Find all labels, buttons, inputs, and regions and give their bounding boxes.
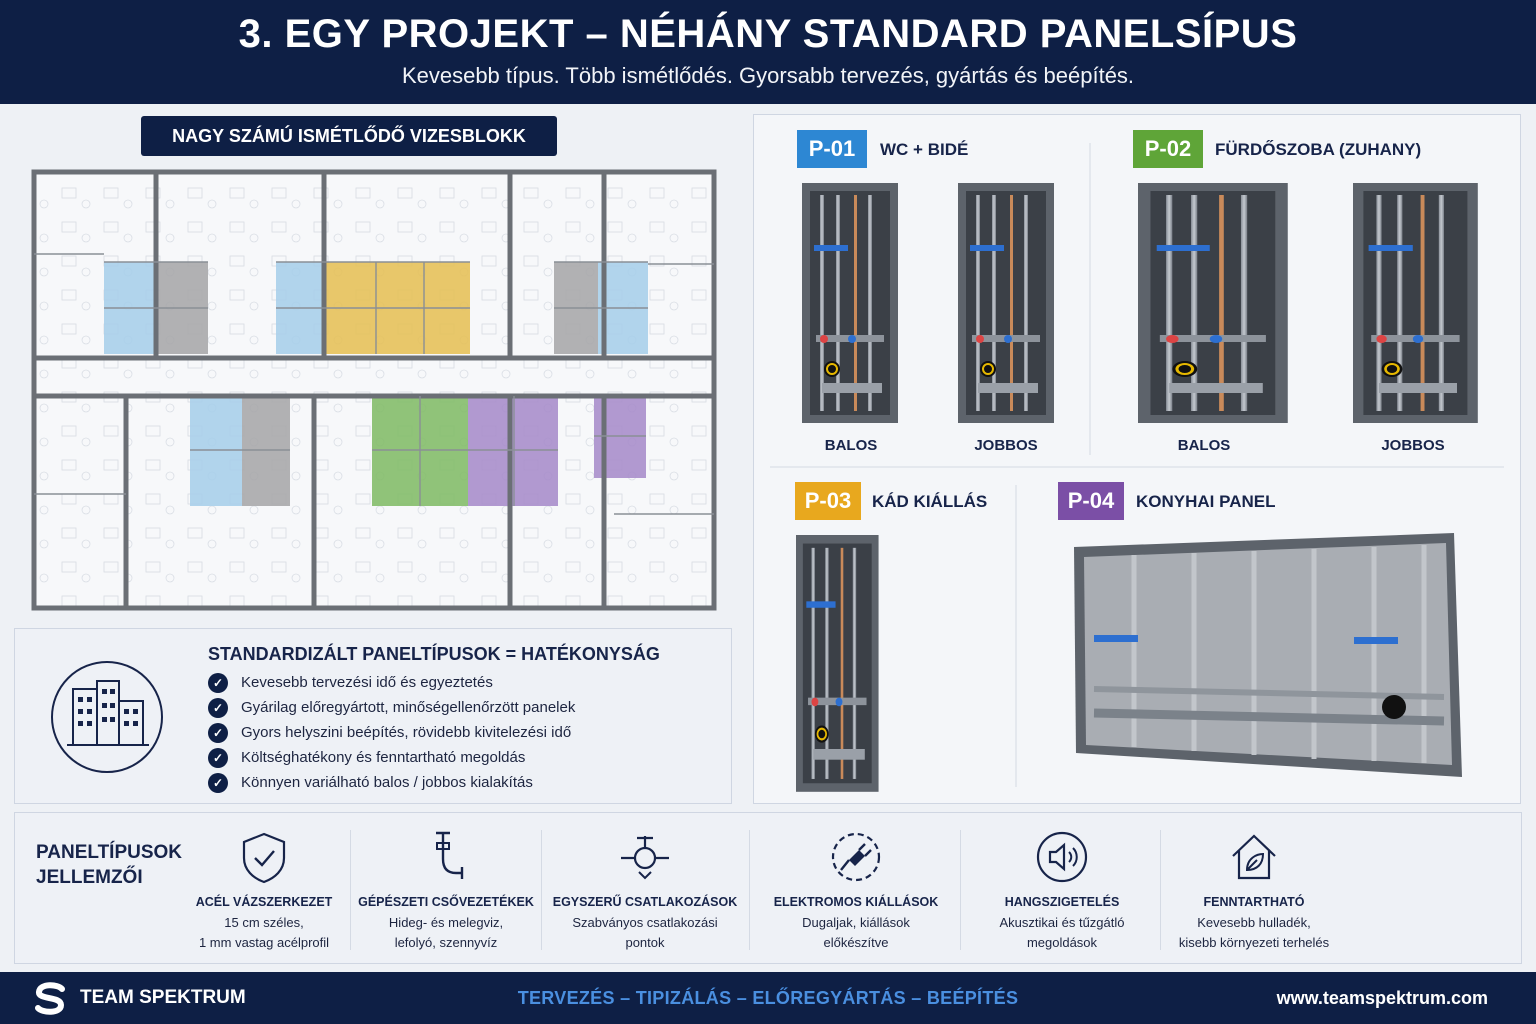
page-subtitle: Kevesebb típus. Több ismétlődés. Gyorsab… xyxy=(401,63,1135,88)
feature-sound-insulation: HANGSZIGETELÉS Akusztikai és tűzgátló me… xyxy=(976,826,1148,956)
p02-left-label: BALOS xyxy=(1177,437,1231,454)
feature-connections: EGYSZERŰ CSATLAKOZÁSOK Szabványos csatla… xyxy=(552,826,738,956)
list-item: ✓Könnyen variálható balos / jobbos kiala… xyxy=(208,770,575,795)
shield-check-icon xyxy=(242,832,286,884)
list-item: ✓Gyors helyszini beépítés, rövidebb kivi… xyxy=(208,720,575,745)
valve-connection-icon xyxy=(621,836,669,880)
check-icon: ✓ xyxy=(208,772,228,793)
p02-right-label: JOBBOS xyxy=(1381,437,1445,454)
plug-icon xyxy=(831,832,881,882)
speaker-icon xyxy=(1036,831,1088,883)
header: 3. EGY PROJEKT – NÉHÁNY STANDARD PANELSÍ… xyxy=(0,0,1536,104)
features-box xyxy=(14,812,1522,964)
list-item: ✓Kevesebb tervezési idő és egyeztetés xyxy=(208,670,575,695)
feature-electrical: ELEKTROMOS KIÁLLÁSOK Dugaljak, kiállások… xyxy=(760,826,952,956)
check-icon: ✓ xyxy=(208,747,228,768)
feature-steel-frame: ACÉL VÁZSZERKEZET 15 cm széles, 1 mm vas… xyxy=(190,826,338,956)
list-item: ✓Költséghatékony és fenntartható megoldá… xyxy=(208,745,575,770)
standardized-list: ✓Kevesebb tervezési idő és egyeztetés ✓G… xyxy=(208,670,575,795)
panel-name-p01: WC + BIDÉ xyxy=(880,140,969,159)
standardized-title: STANDARDIZÁLT PANELTÍPUSOK = HATÉKONYSÁG xyxy=(208,644,660,664)
pipe-icon xyxy=(436,831,464,879)
eco-house-icon xyxy=(1232,834,1276,880)
panel-code-p02: P-02 xyxy=(1133,130,1203,168)
feature-sustainable: FENNTARTHATÓ Kevesebb hulladék, kisebb k… xyxy=(1168,826,1340,956)
brand-name: TEAM SPEKTRUM xyxy=(80,987,246,1008)
panel-name-p03: KÁD KIÁLLÁS xyxy=(872,492,988,511)
check-icon: ✓ xyxy=(208,697,228,718)
page-title: 3. EGY PROJEKT – NÉHÁNY STANDARD PANELSÍ… xyxy=(238,12,1298,56)
panel-illustrations xyxy=(770,143,1504,793)
panel-types xyxy=(753,114,1521,804)
team-spektrum-logo-icon xyxy=(35,982,65,1015)
panel-name-p02: FÜRDŐSZOBA (ZUHANY) xyxy=(1215,140,1422,159)
buildings-icon xyxy=(51,661,163,773)
features-title: PANELTÍPUSOK JELLEMZŐI xyxy=(36,842,183,888)
website-link[interactable]: www.teamspektrum.com xyxy=(1276,988,1488,1008)
p01-left-label: BALOS xyxy=(824,437,878,454)
footer: TEAM SPEKTRUM TERVEZÉS – TIPIZÁLÁS – ELŐ… xyxy=(0,972,1536,1024)
panel-code-p01: P-01 xyxy=(797,130,867,168)
footer-tagline: TERVEZÉS – TIPIZÁLÁS – ELŐREGYÁRTÁS – BE… xyxy=(517,988,1019,1008)
panel-name-p04: KONYHAI PANEL xyxy=(1136,492,1276,511)
floor-plan-drawing xyxy=(31,169,717,611)
check-icon: ✓ xyxy=(208,672,228,693)
standardized-box xyxy=(14,628,732,804)
kitchen-panel-illustration xyxy=(1074,533,1462,777)
panel-code-p03: P-03 xyxy=(795,482,861,520)
feature-pipes: GÉPÉSZETI CSŐVEZETÉKEK Hideg- és melegvi… xyxy=(358,826,534,956)
floor-plan xyxy=(14,114,734,620)
p01-right-label: JOBBOS xyxy=(974,437,1038,454)
plan-title: NAGY SZÁMÚ ISMÉTLŐDŐ VIZESBLOKK xyxy=(141,116,557,156)
walls xyxy=(31,169,717,611)
check-icon: ✓ xyxy=(208,722,228,743)
panel-code-p04: P-04 xyxy=(1058,482,1124,520)
list-item: ✓Gyárilag előregyártott, minőségellenőrz… xyxy=(208,695,575,720)
brand[interactable]: TEAM SPEKTRUM xyxy=(34,972,246,1024)
